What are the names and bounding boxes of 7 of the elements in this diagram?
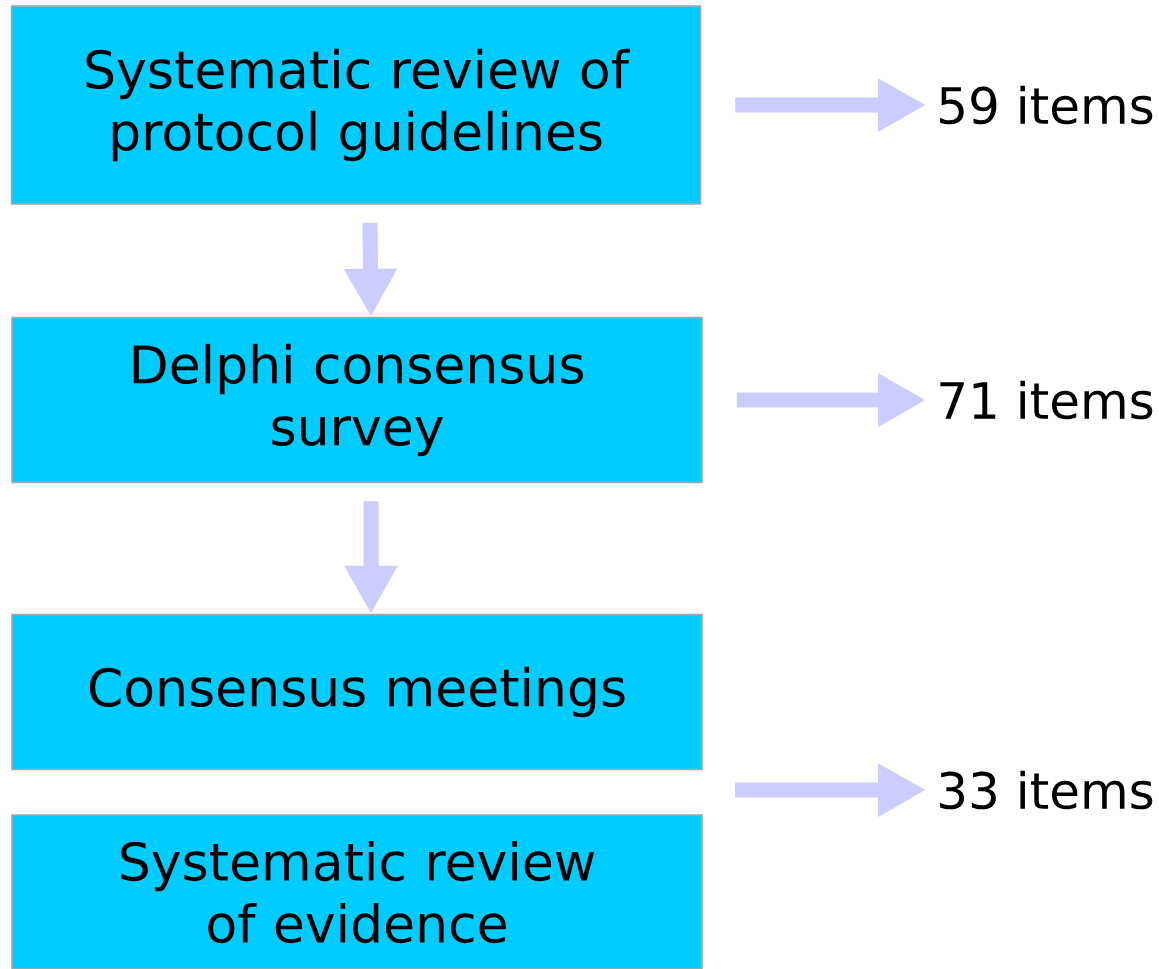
item-count: 33 items xyxy=(940,770,1153,810)
process-box: Systematic review of evidence xyxy=(11,814,703,969)
process-box: Systematic review of protocol guidelines xyxy=(10,5,702,205)
item-count: 71 items xyxy=(940,380,1153,420)
process-box: Delphi consensus survey xyxy=(11,316,703,484)
item-count: 59 items xyxy=(940,85,1153,125)
process-box: Consensus meetings xyxy=(11,613,703,771)
